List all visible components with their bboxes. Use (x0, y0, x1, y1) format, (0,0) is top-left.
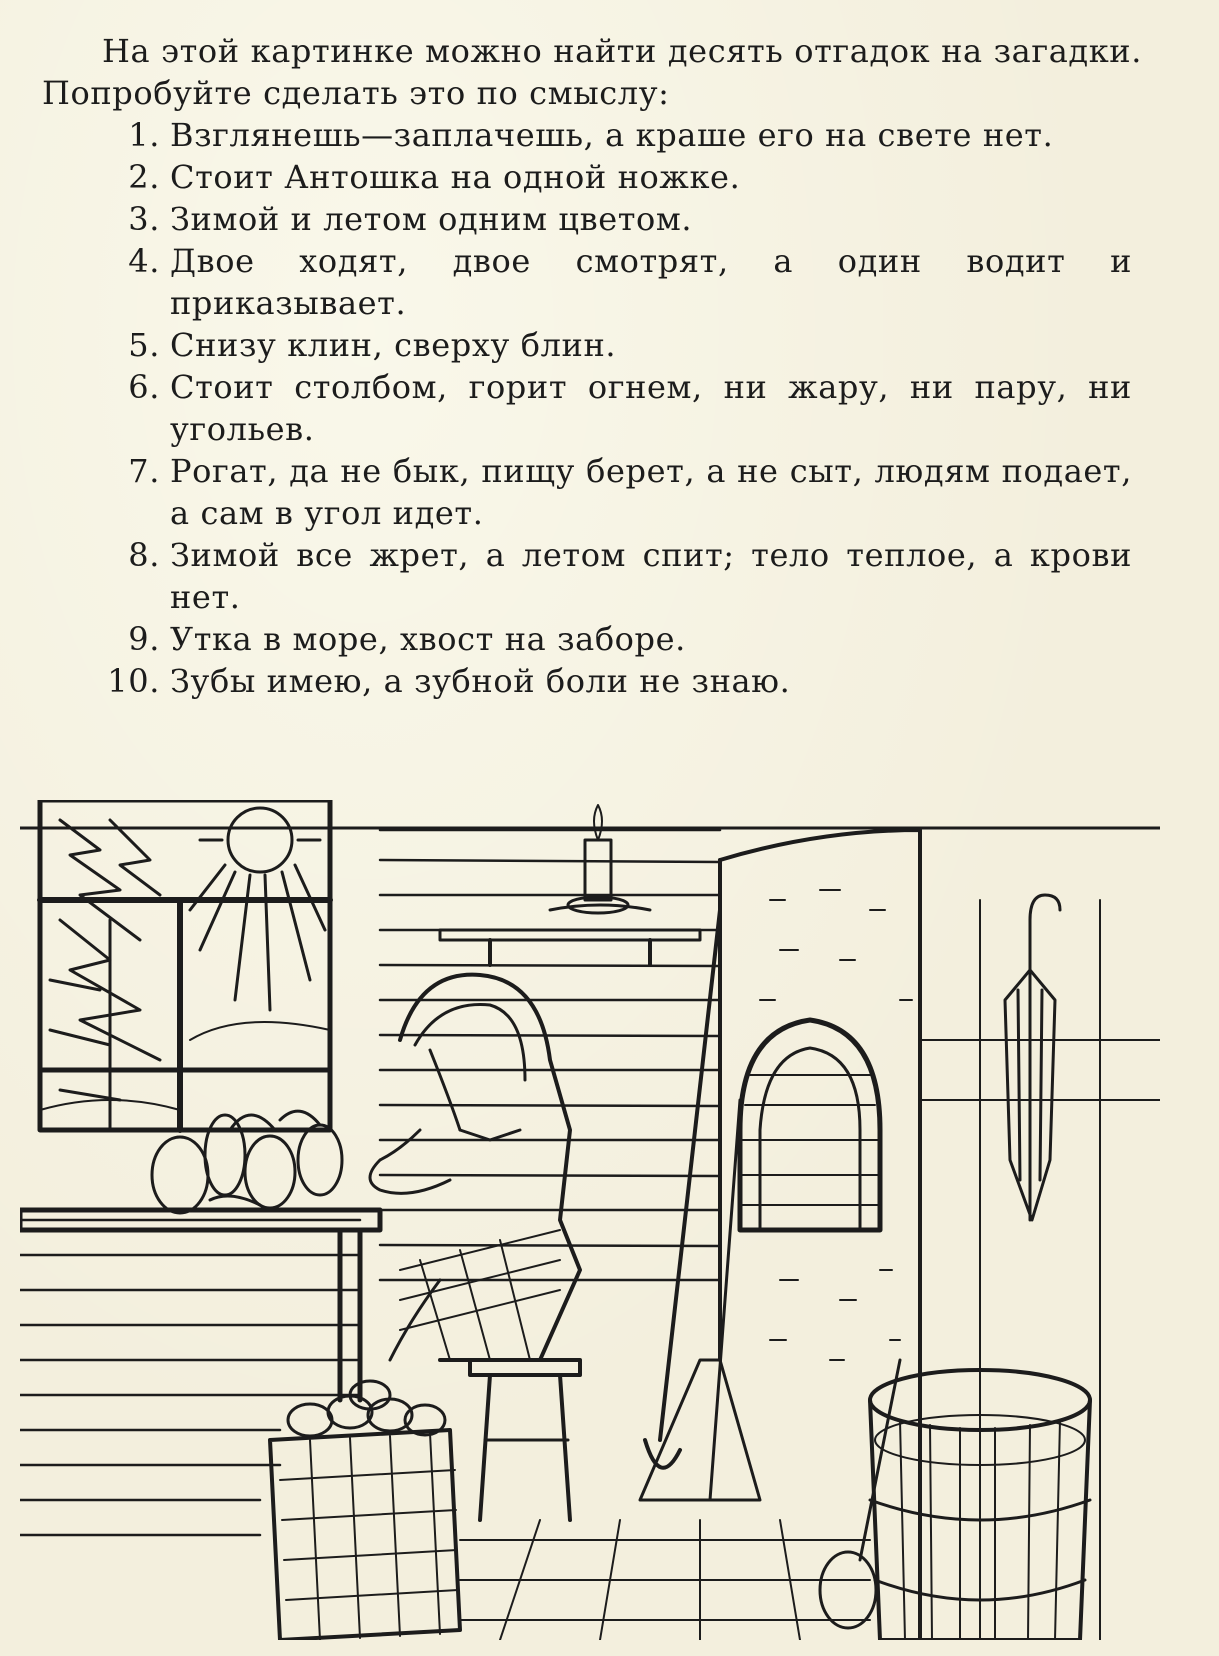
riddle-number: 7. (128, 452, 160, 490)
riddle-number: 1. (128, 116, 160, 154)
riddle-list: 1. Взглянешь—заплачешь, а краше его на с… (42, 114, 1142, 702)
broom-icon (638, 1098, 762, 1502)
riddle-number: 9. (128, 620, 160, 658)
riddle-text: Двое ходят, двое смотрят, а один водит и… (170, 242, 1132, 322)
riddle-item: 8. Зимой все жрет, а летом спит; тело те… (42, 534, 1142, 618)
mushrooms-on-table (150, 1109, 344, 1215)
riddle-number: 6. (128, 368, 160, 406)
riddle-item: 5. Снизу клин, сверху блин. (42, 324, 1142, 366)
shelf (438, 928, 702, 967)
riddle-item: 9. Утка в море, хвост на заборе. (42, 618, 1142, 660)
basket-icon (268, 1379, 462, 1640)
riddle-text: Рогат, да не бык, пищу берет, а не сыт, … (170, 452, 1132, 532)
stool (468, 1358, 582, 1522)
wall-planks (20, 828, 722, 1537)
riddle-text: Взглянешь—заплачешь, а краше его на свет… (170, 116, 1054, 154)
riddle-text: Зубы имею, а зубной боли не знаю. (170, 662, 791, 700)
riddle-item: 2. Стоит Антошка на одной ножке. (42, 156, 1142, 198)
riddle-item: 1. Взглянешь—заплачешь, а краше его на с… (42, 114, 1142, 156)
candle-icon (548, 804, 652, 915)
riddle-text: Стоит столбом, горит огнем, ни жару, ни … (170, 368, 1132, 448)
floor-planks (459, 1519, 871, 1640)
riddle-text-block: На этой картинке можно найти десять отга… (42, 30, 1142, 702)
riddle-text: Зимой и летом одним цветом. (170, 200, 693, 238)
riddle-item: 10. Зубы имею, а зубной боли не знаю. (42, 660, 1142, 702)
sun-icon (188, 800, 327, 1012)
riddle-number: 5. (128, 326, 160, 364)
oven-fork-icon (643, 908, 722, 1470)
water-tub-icon (868, 1368, 1092, 1640)
riddle-number: 4. (128, 242, 160, 280)
riddle-item: 4. Двое ходят, двое смотрят, а один води… (42, 240, 1142, 324)
intro-paragraph: На этой картинке можно найти десять отга… (42, 32, 1142, 112)
fir-tree-icon (48, 818, 162, 1132)
table (20, 1207, 383, 1403)
riddle-number: 3. (128, 200, 160, 238)
umbrella-icon (1003, 893, 1062, 1222)
riddle-number: 2. (128, 158, 160, 196)
riddle-item: 3. Зимой и летом одним цветом. (42, 198, 1142, 240)
riddle-text: Снизу клин, сверху блин. (170, 326, 617, 364)
riddle-item: 7. Рогат, да не бык, пищу берет, а не сы… (42, 450, 1142, 534)
woman-figure (368, 972, 582, 1362)
ladle-icon (818, 1358, 902, 1630)
riddle-text: Утка в море, хвост на заборе. (170, 620, 686, 658)
riddle-number: 8. (128, 536, 160, 574)
riddle-item: 6. Стоит столбом, горит огнем, ни жару, … (42, 366, 1142, 450)
riddle-text: Зимой все жрет, а летом спит; тело тепло… (170, 536, 1132, 616)
riddle-text: Стоит Антошка на одной ножке. (170, 158, 741, 196)
kitchen-illustration (20, 800, 1160, 1640)
window (37, 800, 333, 1133)
riddle-number: 10. (107, 662, 160, 700)
russian-oven (718, 828, 1160, 1640)
